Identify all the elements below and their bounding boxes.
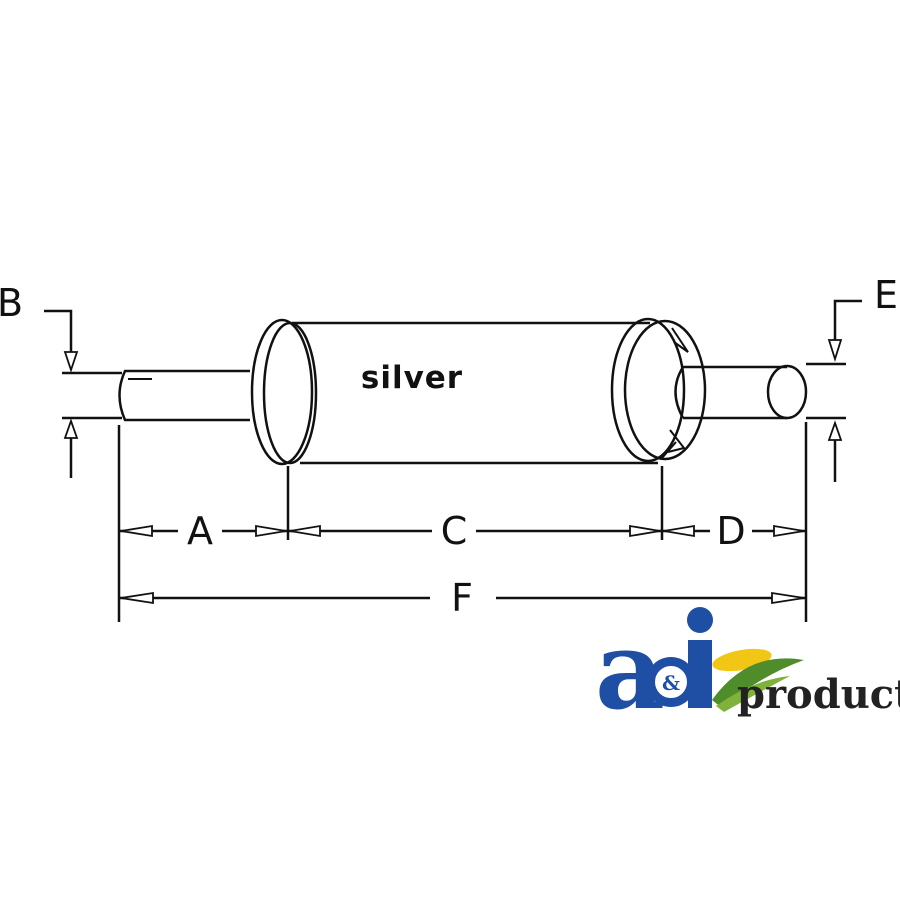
dimension-label-d: D	[716, 509, 745, 553]
logo-ampersand: &	[662, 671, 680, 695]
arrow-up-icon	[827, 420, 843, 441]
arrow-left-icon	[289, 524, 321, 538]
dimension-f: F	[120, 576, 805, 620]
outlet-pipe	[674, 364, 808, 420]
arrow-right-icon	[771, 591, 805, 605]
gear-icon: &	[646, 657, 696, 707]
arrow-left-icon	[120, 591, 154, 605]
ai-products-logo: a & products	[595, 607, 900, 734]
arrow-right-icon	[629, 524, 661, 538]
dimension-label-e: E	[874, 273, 898, 317]
dimension-label-a: A	[187, 509, 213, 553]
inlet-pipe	[118, 369, 250, 422]
dimension-e: E	[806, 273, 898, 482]
arrow-right-icon	[255, 524, 287, 538]
arrow-up-icon	[63, 418, 79, 439]
arrow-right-icon	[773, 524, 805, 538]
dimension-label-b: B	[0, 281, 23, 325]
dimension-b: B	[0, 281, 122, 478]
arrow-left-icon	[663, 524, 695, 538]
dimension-label-c: C	[441, 509, 468, 553]
logo-word-products: products	[737, 671, 900, 718]
muffler-body	[250, 317, 707, 466]
logo-letter-i	[687, 607, 713, 708]
dimension-d: D	[663, 509, 805, 553]
product-label: silver	[361, 360, 463, 396]
dimension-a: A	[120, 509, 287, 553]
arrow-down-icon	[827, 339, 843, 362]
arrow-down-icon	[63, 351, 79, 373]
dimension-c: C	[289, 509, 661, 553]
extension-lines	[117, 422, 808, 622]
dimension-label-f: F	[451, 576, 473, 620]
arrow-left-icon	[120, 524, 153, 538]
leaf-icon	[712, 648, 804, 712]
